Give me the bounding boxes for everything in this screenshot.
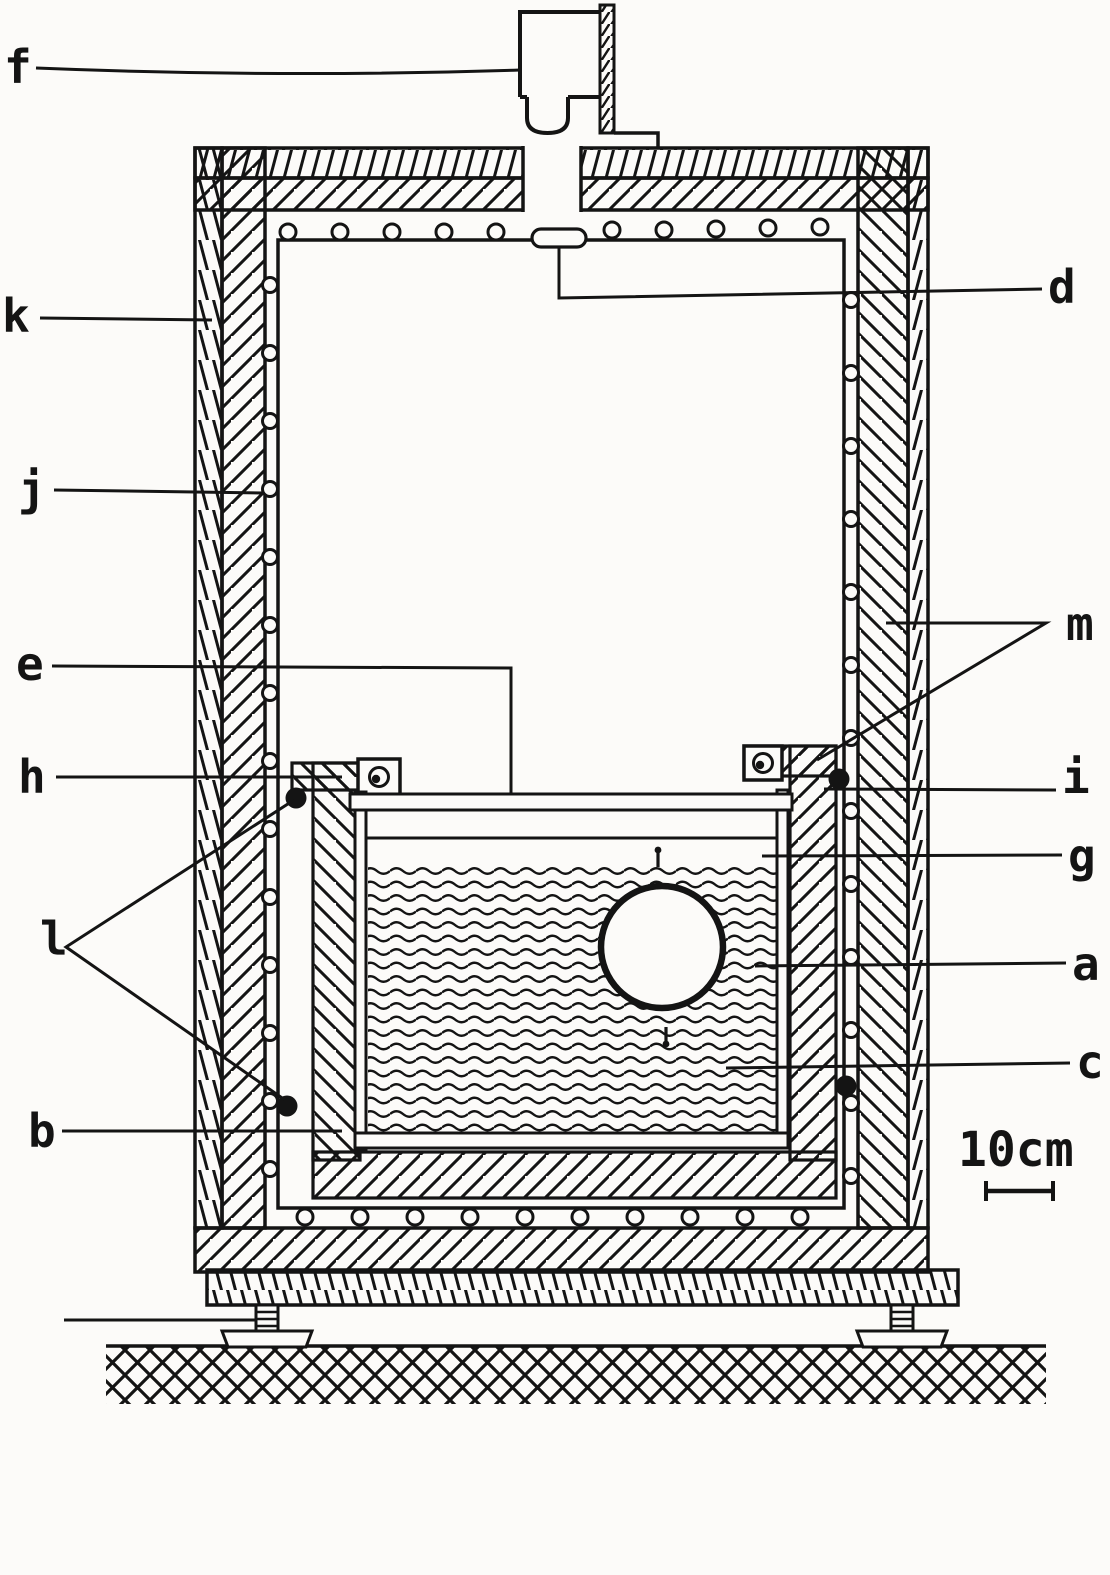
right-foot-pad — [854, 1329, 950, 1349]
label-d: d — [1048, 260, 1076, 314]
cooling-tubes-right — [842, 291, 860, 1185]
leader-e — [51, 664, 513, 793]
left-clamp-device — [356, 757, 402, 797]
support-frame — [290, 744, 838, 1200]
cooling-tubes-top — [278, 217, 830, 242]
callout-letters: f k j e h l b d m i g a c — [2, 40, 1104, 1158]
leader-l-fork — [63, 798, 295, 1102]
frame-right-column — [788, 744, 838, 1162]
outer-tank — [193, 144, 930, 1274]
label-l: l — [40, 912, 68, 966]
sensor-dot-right-lower — [835, 1075, 857, 1097]
sphere-bottom-tether-dot — [662, 1040, 670, 1048]
fill-port-chimney — [518, 3, 660, 148]
sensor-dot-left-upper — [285, 787, 307, 809]
leader-j — [53, 488, 264, 495]
scale-bar: 10cm — [958, 1122, 1074, 1201]
leader-d — [557, 247, 1043, 300]
ground-and-base — [64, 1268, 1046, 1404]
sphere-top-tether-dot — [654, 846, 662, 854]
frame-left-column — [311, 761, 362, 1162]
sensor-dot-left-lower — [276, 1095, 298, 1117]
leader-a — [754, 961, 1067, 968]
inner-vessel-assembly — [348, 788, 794, 1152]
label-h: h — [18, 750, 46, 804]
right-clamp-device — [742, 744, 784, 782]
chimney-inner-pipe — [525, 97, 570, 136]
left-clamp-eye-dot — [371, 774, 381, 784]
label-c: c — [1076, 1035, 1104, 1089]
left-wall-outer-layer — [193, 146, 224, 1230]
leader-lines — [35, 66, 1071, 1133]
left-leveling-foot — [219, 1303, 315, 1349]
liner-tank — [261, 217, 860, 1227]
liquid-fill — [368, 866, 776, 1132]
chimney-hatched-column — [598, 3, 616, 135]
ground-crosshatch — [106, 1346, 1046, 1404]
label-e: e — [16, 637, 44, 691]
sensor-dot-right-upper — [828, 768, 850, 790]
right-clamp-eye-dot — [755, 760, 765, 770]
lid-sensor-disk — [530, 227, 588, 249]
label-i: i — [1062, 750, 1090, 804]
label-m: m — [1066, 597, 1094, 651]
scale-bar-label: 10cm — [958, 1122, 1074, 1178]
leader-k — [39, 316, 213, 322]
label-j: j — [18, 462, 46, 516]
base-plate — [205, 1268, 960, 1307]
detector-sphere — [597, 882, 727, 1012]
label-f: f — [4, 40, 32, 94]
left-foot-pad — [219, 1329, 315, 1349]
label-b: b — [28, 1104, 56, 1158]
lid-port-hole — [523, 144, 581, 214]
right-leveling-foot — [854, 1303, 950, 1349]
chimney-flange — [614, 131, 660, 148]
vessel-cover-plate — [348, 792, 794, 812]
vessel-left-wall — [353, 790, 368, 1152]
leader-g — [761, 853, 1063, 858]
cooling-tubes-left — [261, 276, 279, 1178]
vessel-right-wall — [775, 788, 790, 1150]
cooling-tubes-bottom — [295, 1207, 810, 1227]
leader-m-fork — [816, 621, 1052, 762]
left-wall-inner-layer — [220, 146, 267, 1230]
label-g: g — [1068, 829, 1096, 883]
label-a: a — [1072, 937, 1100, 991]
chimney-housing — [518, 10, 600, 97]
label-k: k — [2, 289, 30, 343]
tank-bottom-shield — [193, 1226, 930, 1274]
leader-i — [823, 787, 1057, 792]
frame-bottom-band — [311, 1150, 838, 1200]
leader-c — [725, 1061, 1071, 1070]
vessel-bottom — [353, 1131, 790, 1150]
leader-f — [35, 66, 521, 76]
